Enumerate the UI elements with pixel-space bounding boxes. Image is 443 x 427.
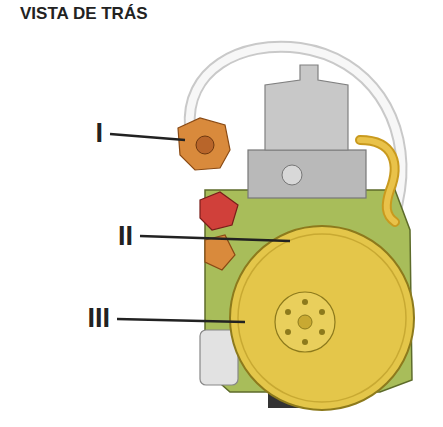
bolt [285,309,291,315]
leader-line [140,236,290,241]
red-part [200,192,238,230]
pump-detail [196,136,214,154]
diagram-title: VISTA DE TRÁS [20,4,148,24]
callout-number: III [87,305,110,332]
callout-number: I [95,120,103,147]
hub-center [298,315,312,329]
flywheel-ring [238,234,406,402]
callout-number: II [118,223,133,250]
valve-cover [265,65,348,150]
bolt [302,299,308,305]
bolt [319,329,325,335]
bolt [302,339,308,345]
bolt [319,309,325,315]
leader-line [110,134,185,140]
cylinder-head [248,150,366,198]
flywheel [230,226,414,410]
head-plug [282,165,302,185]
bolt [285,329,291,335]
fuel-pump [178,118,230,170]
leader-line [117,319,245,322]
flywheel-hub [275,292,335,352]
